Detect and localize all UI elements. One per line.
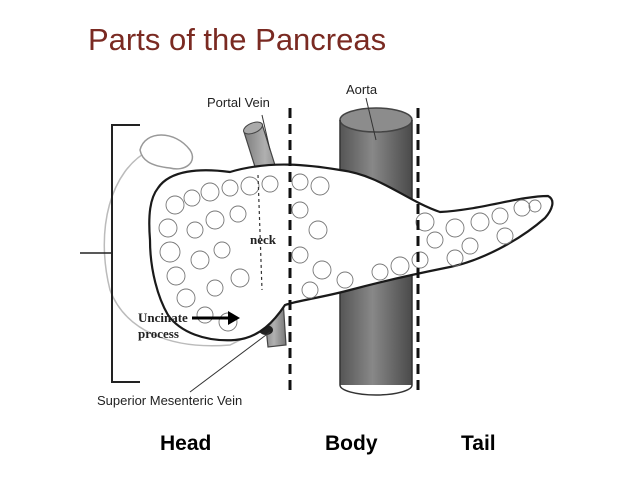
duodenum-outline bbox=[103, 149, 261, 347]
uncinate-label-2: process bbox=[138, 326, 179, 341]
slide-title: Parts of the Pancreas bbox=[88, 22, 387, 57]
uncinate-arrow bbox=[192, 311, 240, 325]
smv-label: Superior Mesenteric Vein bbox=[97, 393, 242, 408]
neck-label: neck bbox=[250, 232, 277, 247]
portal-vein-label: Portal Vein bbox=[207, 95, 270, 110]
smv-pointer bbox=[189, 331, 271, 393]
uncinate-label-1: Uncinate bbox=[138, 310, 188, 325]
pancreas bbox=[148, 163, 554, 342]
neck-line bbox=[257, 174, 263, 291]
aorta-label: Aorta bbox=[346, 82, 378, 97]
body-label: Body bbox=[325, 432, 378, 455]
portal-vein-pointer bbox=[261, 114, 271, 151]
aorta-pointer bbox=[365, 97, 377, 141]
head-label: Head bbox=[160, 432, 211, 455]
duodenum-top bbox=[139, 134, 194, 170]
head-bracket bbox=[111, 124, 140, 383]
tail-label: Tail bbox=[461, 432, 496, 455]
pancreas-lobules bbox=[158, 173, 542, 332]
